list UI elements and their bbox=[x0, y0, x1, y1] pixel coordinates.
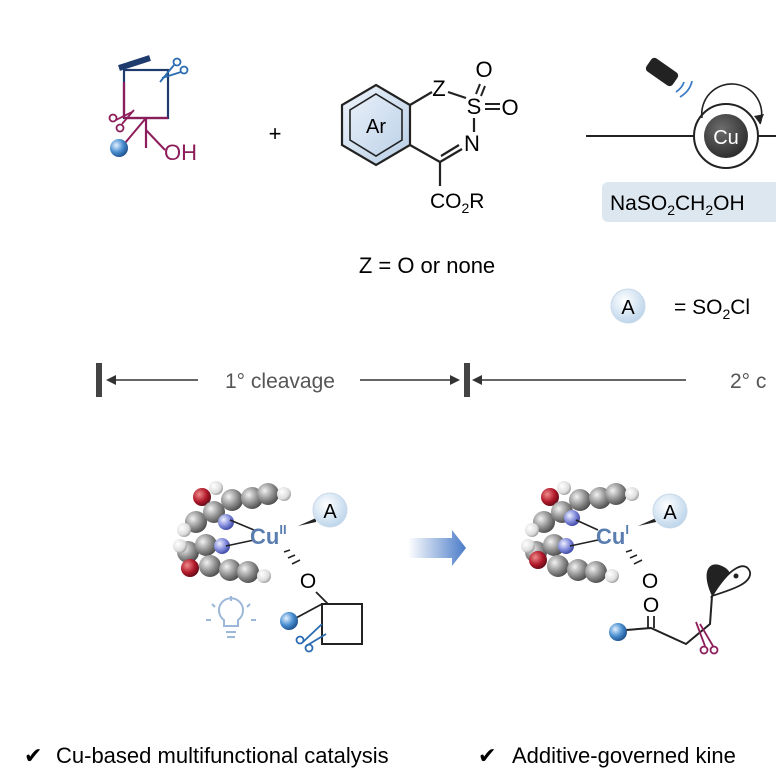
a-badge-label: A bbox=[663, 502, 677, 524]
o-label: O bbox=[642, 570, 658, 593]
bond bbox=[225, 539, 255, 547]
wedge-bond bbox=[638, 518, 656, 526]
arene-inner-ring bbox=[349, 93, 403, 157]
ligand-space-filling-model bbox=[173, 481, 291, 583]
feature-item: Additive-governed kine bbox=[512, 743, 736, 768]
o-right-label: O bbox=[501, 95, 518, 120]
bond bbox=[475, 83, 481, 95]
oh-bond bbox=[145, 129, 166, 151]
cyclobutane-ring bbox=[321, 603, 363, 645]
bond bbox=[440, 144, 460, 157]
cu-label: Cu bbox=[713, 127, 739, 149]
cyclobutane-ring bbox=[122, 68, 170, 120]
substituent-sphere bbox=[110, 139, 128, 157]
plus-sign: + bbox=[269, 121, 282, 146]
aryl-bond bbox=[124, 117, 147, 144]
arrowhead bbox=[450, 375, 460, 385]
cleaved-bond-highlight bbox=[118, 55, 151, 71]
bond bbox=[409, 144, 441, 163]
additive-label: NaSO2CH2OH bbox=[610, 192, 745, 218]
s-label: S bbox=[467, 94, 482, 119]
n-label: N bbox=[464, 131, 480, 156]
scissors-icon bbox=[695, 621, 719, 655]
ketone-o-label: O bbox=[643, 594, 659, 617]
check-icon: ✔ bbox=[24, 743, 42, 768]
a-badge bbox=[610, 288, 646, 324]
hashed-bond bbox=[625, 549, 643, 565]
cu-label: CuII bbox=[250, 522, 287, 549]
bond bbox=[480, 85, 486, 97]
cleavage-indicator: 1° cleavage 2° c bbox=[96, 363, 766, 397]
a-definition: = SO2Cl bbox=[674, 296, 750, 322]
transition-arrow bbox=[408, 530, 466, 566]
second-cleavage-label: 2° c bbox=[730, 370, 766, 393]
check-icon: ✔ bbox=[478, 743, 496, 768]
ester-label: CO2R bbox=[430, 190, 484, 216]
substituent-sphere bbox=[609, 623, 627, 641]
wedge-bond bbox=[298, 518, 316, 526]
cyclobutanol-reactant: OH bbox=[108, 55, 197, 165]
cu-ii-complex: CuII A O bbox=[173, 481, 363, 653]
o-label: O bbox=[300, 570, 316, 593]
scissors-icon bbox=[159, 57, 189, 83]
cleavage-bar-left bbox=[96, 363, 102, 397]
radical-orbital-icon bbox=[706, 564, 751, 598]
a-badge bbox=[652, 493, 688, 529]
light-source-icon bbox=[645, 57, 693, 98]
z-label: Z bbox=[432, 76, 445, 101]
cycle-arrow bbox=[700, 83, 763, 125]
scissors-icon bbox=[295, 623, 327, 653]
a-badge-label: A bbox=[621, 297, 635, 319]
first-cleavage-label: 1° cleavage bbox=[225, 370, 335, 393]
cu-label: CuI bbox=[596, 522, 629, 549]
arrowhead bbox=[106, 375, 116, 385]
o-top-label: O bbox=[475, 57, 492, 82]
substituent-sphere bbox=[280, 612, 298, 630]
scissors-icon bbox=[108, 109, 135, 133]
reaction-arrow: Cu NaSO2CH2OH bbox=[586, 57, 776, 222]
bond bbox=[439, 148, 463, 163]
cycle-arrowhead bbox=[754, 114, 764, 124]
ar-label: Ar bbox=[366, 116, 386, 138]
a-badge-label: A bbox=[323, 501, 337, 523]
bond bbox=[315, 591, 329, 605]
bond bbox=[575, 519, 599, 531]
bond bbox=[229, 519, 255, 531]
arrowhead bbox=[472, 375, 482, 385]
bond bbox=[409, 91, 433, 106]
bond bbox=[295, 603, 323, 619]
bond bbox=[447, 90, 467, 100]
z-definition: Z = O or none bbox=[359, 253, 495, 278]
cleavage-bar-middle bbox=[464, 363, 470, 397]
copper-catalyst-badge bbox=[704, 114, 748, 158]
feature-list: ✔ Cu-based multifunctional catalysis ✔ A… bbox=[24, 743, 736, 768]
additive-badge bbox=[602, 182, 776, 222]
ring-bonds-magenta bbox=[122, 82, 168, 148]
hashed-bond bbox=[283, 549, 301, 565]
sulfamidate-imine-reactant: Ar Z S O O N CO2R Z = O or none bbox=[340, 57, 519, 278]
bond bbox=[569, 539, 599, 547]
ligand-space-filling-model bbox=[521, 481, 639, 583]
alkyl-chain bbox=[625, 595, 713, 646]
a-badge bbox=[312, 492, 348, 528]
lightbulb-icon bbox=[206, 596, 256, 638]
oh-label: OH bbox=[164, 140, 197, 165]
feature-item: Cu-based multifunctional catalysis bbox=[56, 743, 389, 768]
cu-i-complex: CuI A O O bbox=[521, 481, 751, 655]
